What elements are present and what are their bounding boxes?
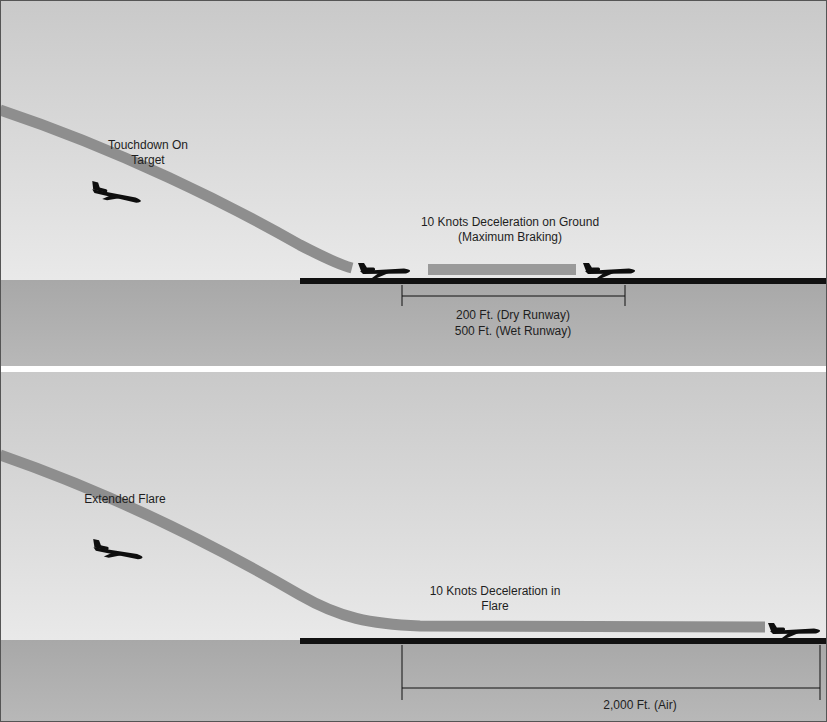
- callout-label: Touchdown On Target: [93, 138, 203, 168]
- dimension-label: 500 Ft. (Wet Runway): [413, 324, 613, 339]
- callout-label: Extended Flare: [80, 492, 170, 507]
- dimension-label: 200 Ft. (Dry Runway): [413, 308, 613, 323]
- callout-label: 10 Knots Deceleration on Ground (Maximum…: [415, 215, 605, 245]
- dimension-label: 2,000 Ft. (Air): [560, 698, 720, 713]
- callout-label: 10 Knots Deceleration in Flare: [420, 584, 570, 614]
